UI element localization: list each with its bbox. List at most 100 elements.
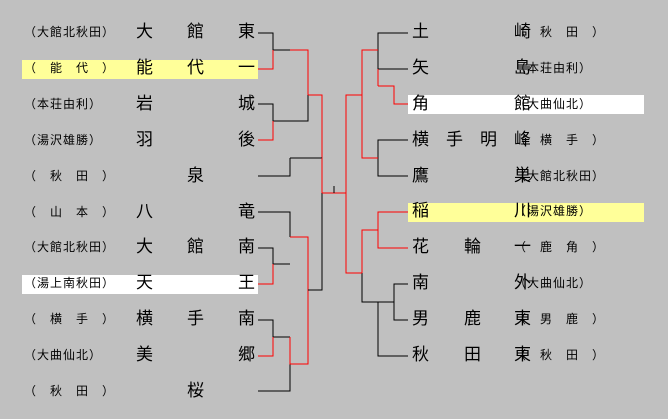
team-name-char: 王: [238, 273, 255, 294]
team-name-char: 天: [136, 273, 153, 294]
team-region: （大館北秋田）: [24, 25, 116, 39]
line-misato: [258, 337, 274, 357]
line-yokoteminami: [258, 319, 290, 338]
line-ugo: [258, 121, 274, 141]
right-team-row: （本荘由利）矢島: [0, 56, 668, 80]
right-team-row: （ 鹿 角 ） 花 輪 一: [0, 235, 668, 259]
team-name-char: 角: [412, 93, 429, 114]
line-odateminami: [258, 247, 290, 265]
team-name-char: 南: [238, 237, 255, 258]
team-name-char: 郷: [238, 345, 255, 366]
highlight-kakunodate: [408, 95, 644, 114]
team-name-char: 田: [464, 345, 481, 365]
line-noshiroichi: [258, 50, 274, 70]
team-region: （湯沢雄勝）: [24, 132, 103, 147]
team-name-char: 横: [136, 309, 153, 330]
line-r-r2-a: [361, 49, 378, 95]
team-name-char: 花: [412, 237, 429, 257]
line-l-r2-a: [290, 49, 309, 95]
team-name-char: 城: [238, 93, 255, 114]
team-name-char: 竜: [238, 201, 255, 222]
right-team-row: （ 秋 田 ）秋田東: [0, 343, 668, 367]
team-name-char: 南: [238, 309, 255, 330]
right-team-row: （大曲仙北）角館: [0, 92, 668, 116]
line-l-r2-b: [290, 95, 309, 122]
line-sakura: [258, 364, 291, 392]
team-name-char: 峰: [514, 129, 531, 150]
line-tsuchizaki-yashima: [377, 32, 408, 70]
team-region: （大館北秋田）: [514, 168, 606, 183]
right-team-row: （ 横 手 ） 横手明峰: [0, 128, 668, 152]
line-kakunodate: [378, 85, 408, 105]
team-name-char: 鷹: [412, 165, 429, 186]
team-name-char: 後: [238, 129, 255, 150]
line-akitahigashi: [377, 302, 408, 357]
team-name-char: 稲: [412, 201, 429, 221]
line-r-r2-b: [361, 95, 378, 159]
left-team-row: （大曲仙北） 美 郷: [0, 343, 668, 367]
team-region: （ 横 手 ）: [514, 132, 606, 147]
team-name-char: 大: [136, 237, 153, 258]
team-region: （本荘由利）: [24, 96, 103, 111]
team-name-char: 八: [136, 201, 153, 222]
team-region: （ 秋 田 ）: [24, 168, 116, 183]
team-name-char: 横: [412, 129, 429, 150]
team-region: （ 男 鹿 ）: [514, 312, 606, 326]
team-region: （ 秋 田 ）: [24, 384, 116, 398]
line-r-semi-a: [345, 94, 362, 193]
line-hachiryu: [258, 211, 291, 237]
line-l-r3-a: [308, 94, 323, 158]
line-izumi: [258, 158, 291, 177]
team-name-char: 秋: [412, 345, 429, 365]
team-name-char: 館: [187, 237, 204, 258]
team-name-char: 泉: [187, 165, 204, 186]
team-region: （ 能 代 ）: [24, 60, 116, 75]
right-team-row: （大館北秋田） 鷹 巣: [0, 164, 668, 188]
team-name-char: 一: [514, 237, 531, 257]
team-name-char: 外: [514, 273, 531, 293]
line-l-r3-d: [308, 193, 323, 291]
left-team-row: （湯沢雄勝） 羽 後: [0, 128, 668, 152]
team-region: （ 山 本 ）: [24, 204, 116, 219]
team-region: （大曲仙北）: [24, 348, 103, 363]
team-name-char: 大: [136, 22, 153, 42]
line-tenno: [258, 264, 274, 285]
team-name-char: 矢: [412, 57, 429, 78]
team-name-char: 鹿: [464, 309, 481, 329]
right-team-row: （大曲仙北） 南 外: [0, 271, 668, 295]
team-name-char: 一: [238, 57, 255, 78]
team-name-char: 手: [187, 309, 204, 330]
left-team-row: （ 山 本 ） 八 竜: [0, 200, 668, 224]
team-name-char: 巣: [514, 165, 531, 186]
team-name-char: 能: [136, 57, 153, 78]
team-region: （ 横 手 ）: [24, 312, 116, 327]
line-r-r2-d: [361, 273, 378, 303]
team-name-char: 崎: [514, 22, 531, 42]
team-name-char: 美: [136, 345, 153, 366]
team-region: （大曲仙北）: [514, 276, 593, 290]
left-team-row: （湯上南秋田）天王: [0, 271, 668, 295]
winner-highlight-inakawa: [408, 203, 644, 222]
team-region: （ 鹿 角 ）: [514, 240, 606, 254]
team-name-char: 羽: [136, 129, 153, 150]
team-name-char: 館: [514, 93, 531, 114]
team-region: （ 秋 田 ）: [514, 25, 606, 39]
team-name-char: 東: [514, 345, 531, 365]
highlight-tenno: [22, 275, 258, 294]
team-name-char: 代: [187, 57, 204, 78]
left-team-row: （ 横 手 ） 横 手 南: [0, 307, 668, 331]
team-name-char: 岩: [136, 93, 153, 114]
team-name-char: 館: [187, 22, 204, 42]
right-team-row: （湯沢雄勝）稲川: [0, 199, 668, 223]
line-iwaki: [258, 103, 290, 122]
team-name-char: 手: [446, 129, 463, 150]
left-team-row: （ 秋 田 ）桜: [0, 379, 668, 403]
team-name-char: 南: [412, 273, 429, 293]
team-name-char: 輪: [464, 237, 481, 257]
winner-highlight-noshiro: [22, 60, 258, 79]
team-name-char: 明: [480, 129, 497, 150]
team-region: （本荘由利）: [514, 60, 593, 75]
line-l-r2-c: [290, 236, 309, 290]
